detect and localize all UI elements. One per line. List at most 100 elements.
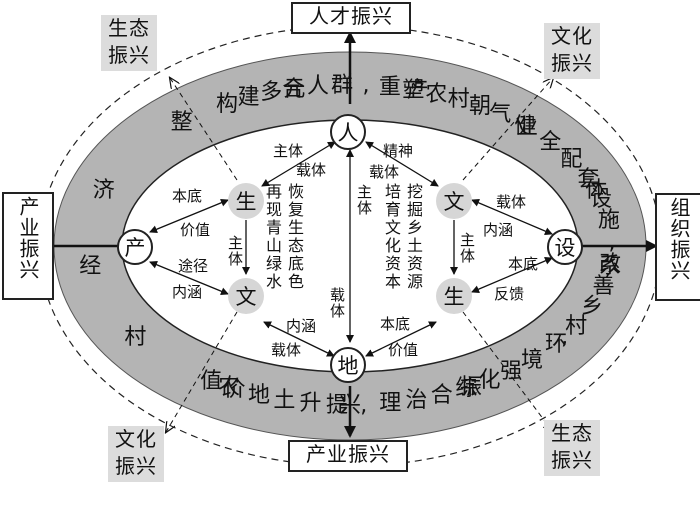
node-right-sheng: 生 (436, 278, 472, 314)
ring-text-char: 价 (223, 376, 246, 402)
ring-text-char: 产 (406, 78, 429, 104)
ring-text-char: 元 (283, 76, 306, 102)
ring-text-char: 配 (560, 147, 583, 173)
ring-text-char: , (362, 73, 370, 99)
ring-text-char: 施 (597, 208, 620, 234)
ring-text-char: 环 (544, 331, 567, 357)
box-top-left: 生态 振兴 (101, 15, 157, 71)
ring-text-char: 建 (237, 85, 260, 111)
ring-text-char: 济 (92, 178, 115, 204)
arrow-chan-lsheng (149, 198, 229, 234)
label-fankui: 反馈 (494, 285, 525, 303)
ring-text-char: 经 (79, 253, 102, 279)
box-left: 产业振兴 (2, 192, 54, 300)
ring-text-char: , (360, 392, 368, 418)
box-bottom: 产业振兴 (288, 440, 408, 472)
node-ren-label: 人 (337, 121, 359, 145)
ring-text-char: 村 (447, 87, 470, 113)
arrow-rsheng-di (365, 321, 437, 357)
ring-text-char: 治 (405, 387, 428, 413)
ring-text-char: 理 (379, 391, 402, 417)
ring-text-char: , (561, 324, 569, 350)
ring-text-char: 善 (592, 273, 615, 299)
ring-text-char: 合 (282, 76, 305, 102)
box-left-label: 产业振兴 (16, 196, 40, 280)
ring-text-char: 系 (598, 253, 621, 279)
arrow-rsheng-she (471, 257, 553, 293)
inner-column-text: 挖 掘 乡 土 资 源 (406, 182, 423, 291)
box-bottom-right: 生态 振兴 (544, 420, 600, 476)
ring-text-char: 塑 (402, 77, 425, 103)
node-she-label: 设 (554, 236, 576, 260)
dashed-diagonal-tr (462, 78, 553, 181)
label-zhuti-center: 主 体 (357, 183, 373, 217)
ring-text-char: , (608, 230, 616, 256)
label-bendi-br: 本底 (380, 315, 411, 333)
node-ren: 人 (330, 114, 366, 150)
label-neihan-l: 内涵 (172, 283, 203, 301)
node-chan-label: 产 (124, 236, 146, 260)
ring-text-char: 整 (170, 110, 193, 136)
inner-column-text: 再 现 青 山 绿 水 (265, 182, 282, 291)
label-zhuti-rv: 主 体 (460, 231, 476, 265)
ring-text-char: 农 (218, 374, 241, 400)
ring-text-char: 乡 (581, 294, 604, 320)
node-di-label: 地 (337, 354, 359, 378)
box-bottom-left: 文化 振兴 (108, 426, 164, 482)
box-top-right: 文化 振兴 (544, 23, 600, 79)
ring-text-char: 升 (299, 391, 322, 417)
dashed-diagonal-tl (170, 78, 238, 181)
inner-text-left: 恢 复 生 态 底 色再 现 青 山 绿 水 (263, 183, 309, 293)
node-right-wen-label: 文 (443, 190, 465, 214)
label-zhuti-lv: 主 体 (228, 234, 244, 268)
box-top: 人才振兴 (291, 2, 411, 34)
ring-text-char: 兴 (338, 393, 361, 418)
node-left-sheng-label: 生 (235, 190, 257, 214)
ring-text-char: 构 (215, 91, 238, 117)
dashed-diagonal-br (462, 311, 553, 432)
arrow-lwen-di (263, 321, 335, 357)
ring-text-char: 套 (577, 166, 600, 192)
node-di: 地 (330, 347, 366, 383)
ring-text-char: 提 (326, 392, 349, 418)
ring-text-char: 人 (307, 74, 330, 100)
arrow-ren-rwen (365, 141, 439, 187)
label-neihan-r: 内涵 (483, 221, 514, 239)
ring-text-char: 体 (585, 178, 608, 204)
arrow-chan-lwen (149, 260, 229, 296)
label-zaiti-tl: 载体 (296, 161, 327, 179)
label-zaiti-center: 载 体 (330, 286, 346, 320)
ring-text-char: 业 (515, 115, 538, 141)
node-left-wen: 文 (228, 278, 264, 314)
label-zhuti-tl: 主体 (273, 142, 304, 160)
ring-text-char: 群 (330, 73, 353, 99)
ring-text-char: 健 (514, 114, 537, 140)
ring-text-char: 化 (478, 368, 501, 394)
label-jiazhi-br: 价值 (388, 341, 419, 359)
label-bendi-r: 本底 (508, 255, 539, 273)
box-bottom-label: 产业振兴 (306, 442, 390, 466)
label-neihan-bl: 内涵 (286, 317, 317, 335)
ring-text-char: 振 (459, 374, 482, 400)
inner-column-text: 恢 复 生 态 底 色 (287, 182, 304, 291)
node-left-wen-label: 文 (235, 285, 257, 309)
ring-text-char: 重 (378, 74, 401, 100)
ring-text-char: 全 (539, 129, 562, 155)
inner-column-text: 培 育 文 化 资 本 (384, 182, 401, 291)
box-right-label: 组织振兴 (667, 197, 691, 281)
label-tujing: 途径 (178, 257, 209, 275)
ring-text-char: 农 (425, 81, 448, 107)
ring-text-char: 地 (247, 383, 270, 409)
ring-text-char: 村 (124, 324, 147, 350)
ring-text-char: 土 (273, 387, 296, 413)
label-bendi-l: 本底 (172, 187, 203, 205)
label-jingshen: 精神 (383, 142, 414, 160)
node-right-wen: 文 (436, 183, 472, 219)
box-top-label: 人才振兴 (309, 4, 393, 28)
label-zaiti-tr: 载体 (369, 163, 400, 181)
ring-text-char: 合 (430, 382, 453, 408)
ring-text-char: 值 (200, 368, 223, 394)
ring-text-char: 气 (489, 101, 512, 127)
node-left-sheng: 生 (228, 183, 264, 219)
node-chan: 产 (117, 229, 153, 265)
